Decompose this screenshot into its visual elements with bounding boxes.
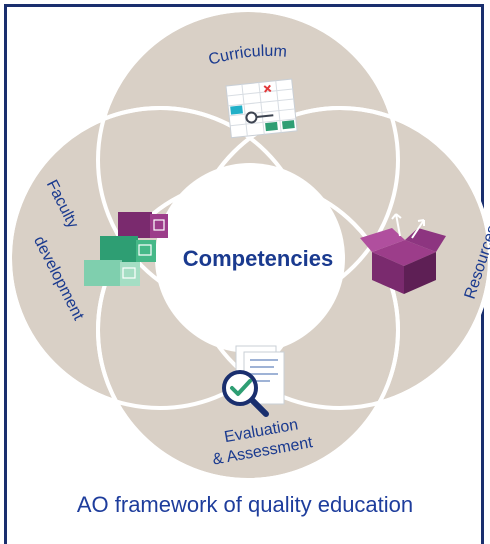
open-box-icon — [360, 213, 446, 294]
magnifier-checkmark-icon — [222, 345, 285, 417]
stacked-boxes-icon — [84, 212, 168, 286]
center-area — [155, 163, 345, 353]
center-label: Competencies — [183, 246, 333, 271]
spreadsheet-icon — [225, 78, 298, 139]
figure-caption: AO framework of quality education — [76, 492, 414, 517]
